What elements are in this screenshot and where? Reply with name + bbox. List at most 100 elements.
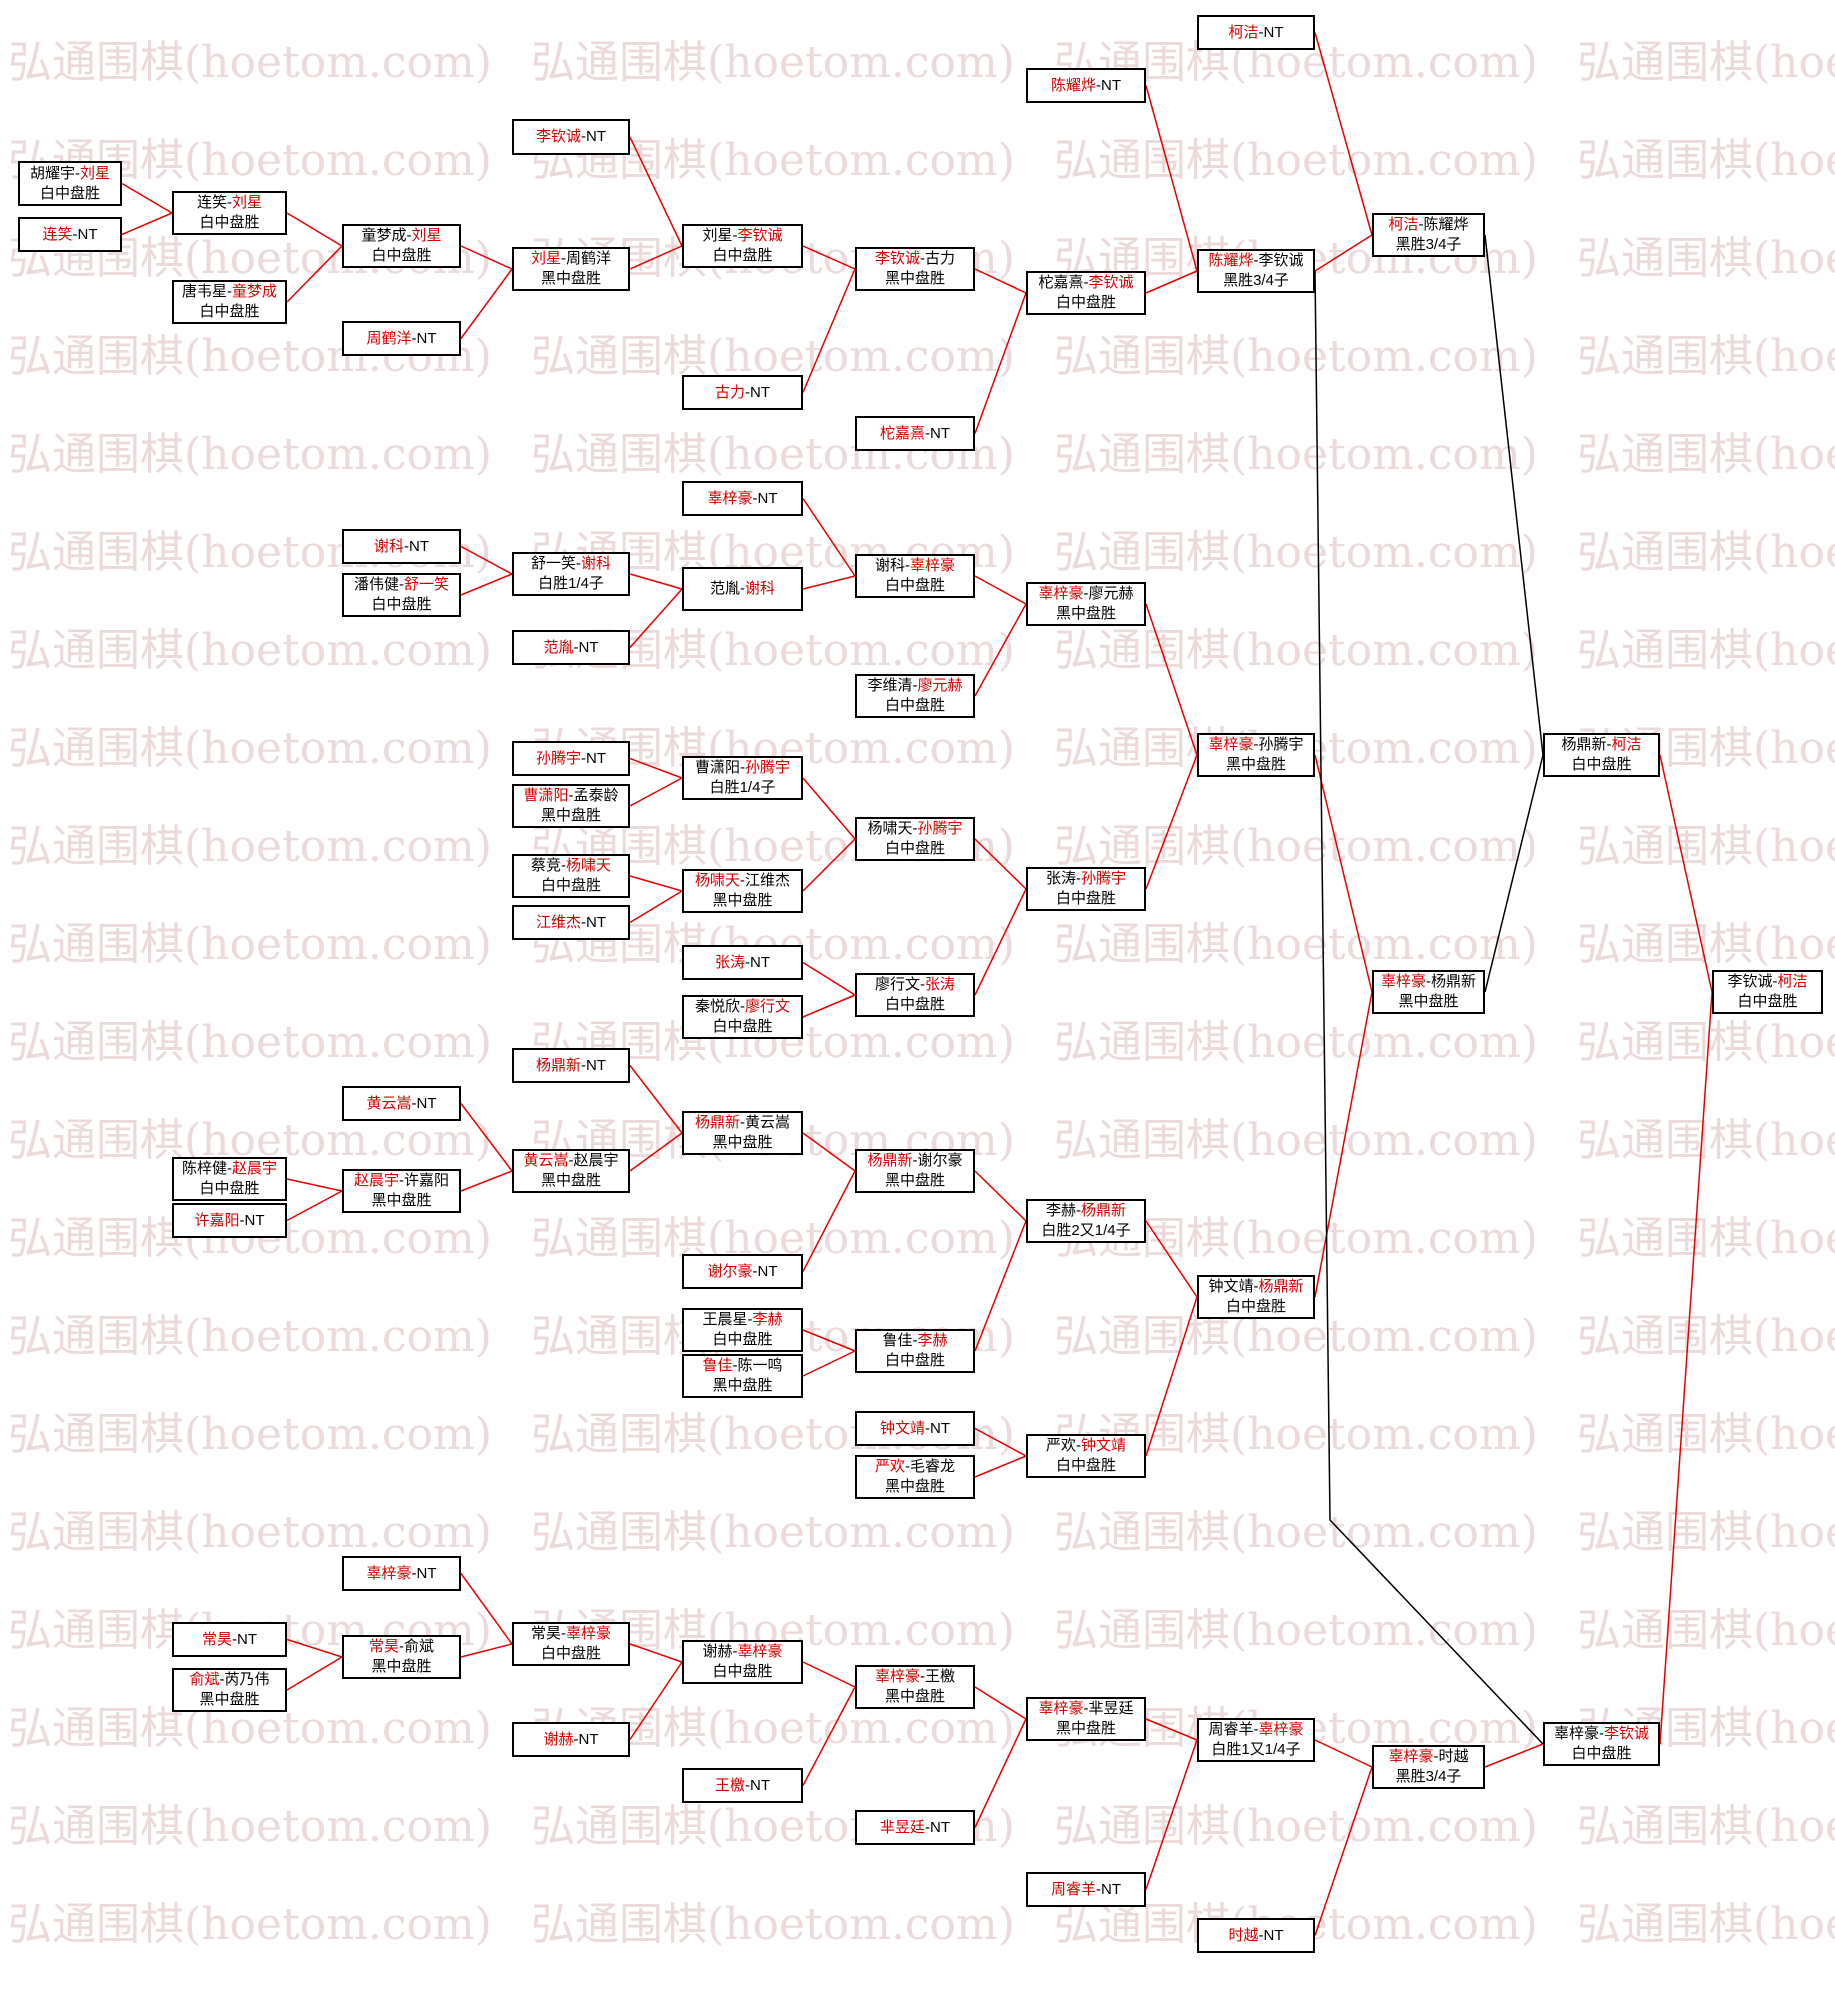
pairing-label: 杨鼎新-柯洁 [1561, 736, 1642, 753]
pairing-label: 常昊-俞斌 [368, 1638, 434, 1655]
pairing-label: 鲁佳-李赫 [882, 1332, 948, 1349]
pairing-label: 辜梓豪-李钦诚 [1553, 1725, 1649, 1742]
connector-line [1145, 85, 1198, 272]
connector-line [974, 292, 1027, 434]
match-box[interactable]: 谢赫-辜梓豪白中盘胜 [682, 1640, 803, 1684]
result-label: 白胜1/4子 [538, 575, 604, 592]
match-box[interactable]: 鲁佳-李赫白中盘胜 [855, 1329, 975, 1373]
pairing-label: 王檄-NT [714, 1776, 770, 1794]
pairing-label: 常昊-辜梓豪 [530, 1625, 611, 1642]
pairing-label: 辜梓豪-NT [707, 489, 778, 507]
match-box[interactable]: 黄云嵩-赵晨宇黑中盘胜 [512, 1149, 630, 1193]
result-label: 白中盘胜 [712, 1331, 773, 1348]
match-box[interactable]: 张涛-孙腾宇白中盘胜 [1026, 867, 1146, 911]
match-box[interactable]: 俞斌-芮乃伟黑中盘胜 [172, 1668, 287, 1712]
pairing-label: 钟文靖-NT [879, 1419, 950, 1437]
pairing-label: 常昊-NT [201, 1630, 257, 1648]
match-box[interactable]: 范胤-谢科 [682, 567, 803, 611]
match-box[interactable]: 李钦诚-古力黑中盘胜 [855, 247, 975, 291]
match-box[interactable]: 辜梓豪-李钦诚白中盘胜 [1543, 1722, 1660, 1766]
match-box[interactable]: 柯洁-陈耀烨黑胜3/4子 [1372, 213, 1485, 257]
match-box[interactable]: 杨鼎新-柯洁白中盘胜 [1543, 733, 1660, 777]
bye-box: 王檄-NT [682, 1768, 803, 1803]
bye-box: 古力-NT [682, 375, 803, 410]
result-label: 白中盘胜 [884, 577, 945, 594]
result-label: 白中盘胜 [884, 697, 945, 714]
match-box[interactable]: 唐韦星-童梦成白中盘胜 [172, 280, 287, 324]
match-box[interactable]: 潘伟健-舒一笑白中盘胜 [342, 573, 461, 617]
match-box[interactable]: 陈梓健-赵晨宇白中盘胜 [172, 1157, 287, 1201]
pairing-label: 廖行文-张涛 [874, 976, 955, 993]
match-box[interactable]: 童梦成-刘星白中盘胜 [342, 224, 461, 268]
result-label: 白中盘胜 [199, 214, 260, 231]
result-label: 白中盘胜 [712, 1663, 773, 1680]
pairing-label: 陈梓健-赵晨宇 [181, 1160, 277, 1177]
pairing-label: 杨啸天-孙腾宇 [867, 820, 963, 837]
match-box[interactable]: 鲁佳-陈一鸣黑中盘胜 [682, 1354, 803, 1398]
pairing-label: 童梦成-刘星 [361, 227, 442, 244]
match-box[interactable]: 舒一笑-谢科白胜1/4子 [512, 552, 630, 596]
match-box[interactable]: 连笑-刘星白中盘胜 [172, 191, 287, 235]
pairing-label: 杨鼎新-NT [535, 1056, 606, 1074]
match-box[interactable]: 陈耀烨-李钦诚黑胜3/4子 [1197, 249, 1315, 293]
match-box[interactable]: 杨鼎新-黄云嵩黑中盘胜 [682, 1111, 803, 1155]
match-box[interactable]: 曹潇阳-孙腾宇白胜1/4子 [682, 756, 803, 800]
connector-line [629, 777, 683, 807]
match-box[interactable]: 刘星-周鹤洋黑中盘胜 [512, 247, 630, 291]
connector-line [1314, 754, 1373, 993]
connector-line [974, 1220, 1027, 1352]
pairing-label: 张涛-NT [714, 953, 770, 971]
match-box[interactable]: 曹潇阳-孟泰龄黑中盘胜 [512, 784, 630, 828]
match-box[interactable]: 赵晨宇-许嘉阳黑中盘胜 [342, 1169, 461, 1213]
connector-line [629, 573, 683, 590]
pairing-label: 张涛-孙腾宇 [1045, 870, 1126, 887]
match-box[interactable]: 辜梓豪-杨鼎新黑中盘胜 [1372, 970, 1485, 1014]
match-box[interactable]: 蔡竞-杨啸天白中盘胜 [512, 854, 630, 898]
match-box[interactable]: 李赫-杨鼎新白胜2又1/4子 [1026, 1199, 1146, 1243]
bye-box: 柁嘉熹-NT [855, 416, 975, 451]
pairing-label: 潘伟健-舒一笑 [353, 576, 449, 593]
match-box[interactable]: 李钦诚-柯洁白中盘胜 [1712, 970, 1823, 1014]
pairing-label: 时越-NT [1228, 1926, 1284, 1944]
pairing-label: 辜梓豪-廖元赫 [1038, 585, 1134, 602]
pairing-label: 严欢-毛睿龙 [874, 1458, 955, 1475]
pairing-label: 秦悦欣-廖行文 [694, 998, 790, 1015]
match-box[interactable]: 胡耀宇-刘星白中盘胜 [18, 161, 122, 206]
result-label: 白中盘胜 [1571, 756, 1632, 773]
match-box[interactable]: 钟文靖-杨鼎新白中盘胜 [1197, 1275, 1315, 1319]
match-box[interactable]: 刘星-李钦诚白中盘胜 [682, 224, 803, 268]
match-box[interactable]: 廖行文-张涛白中盘胜 [855, 973, 975, 1017]
pairing-label: 杨鼎新-谢尔豪 [867, 1152, 963, 1169]
connector-line [460, 268, 513, 339]
match-box[interactable]: 严欢-毛睿龙黑中盘胜 [855, 1455, 975, 1499]
connector-line [802, 268, 856, 393]
match-box[interactable]: 谢科-辜梓豪白中盘胜 [855, 554, 975, 598]
match-box[interactable]: 辜梓豪-芈昱廷黑中盘胜 [1026, 1697, 1146, 1741]
match-box[interactable]: 常昊-俞斌黑中盘胜 [342, 1635, 461, 1679]
match-box[interactable]: 严欢-钟文靖白中盘胜 [1026, 1434, 1146, 1478]
result-label: 白中盘胜 [712, 247, 773, 264]
match-box[interactable]: 李维清-廖元赫白中盘胜 [855, 674, 975, 718]
match-box[interactable]: 王晨星-李赫白中盘胜 [682, 1308, 803, 1352]
match-box[interactable]: 辜梓豪-时越黑胜3/4子 [1372, 1745, 1485, 1789]
match-box[interactable]: 周睿羊-辜梓豪白胜1又1/4子 [1197, 1718, 1315, 1762]
match-box[interactable]: 辜梓豪-孙腾宇黑中盘胜 [1197, 733, 1315, 777]
match-box[interactable]: 杨啸天-江维杰黑中盘胜 [682, 869, 803, 913]
result-label: 黑中盘胜 [884, 1478, 945, 1495]
bye-box: 谢尔豪-NT [682, 1254, 803, 1289]
pairing-label: 芈昱廷-NT [879, 1818, 950, 1836]
connector-line [629, 588, 683, 648]
match-box[interactable]: 柁嘉熹-李钦诚白中盘胜 [1026, 271, 1146, 315]
connector-line [1145, 603, 1198, 756]
match-box[interactable]: 杨鼎新-谢尔豪黑中盘胜 [855, 1149, 975, 1193]
connector-line [286, 245, 343, 303]
match-box[interactable]: 常昊-辜梓豪白中盘胜 [512, 1622, 630, 1666]
match-box[interactable]: 秦悦欣-廖行文白中盘胜 [682, 995, 803, 1039]
pairing-label: 谢赫-NT [543, 1730, 599, 1748]
match-box[interactable]: 辜梓豪-王檄黑中盘胜 [855, 1665, 975, 1709]
pairing-label: 曹潇阳-孟泰龄 [523, 787, 619, 804]
match-box[interactable]: 杨啸天-孙腾宇白中盘胜 [855, 817, 975, 861]
pairing-label: 连笑-NT [42, 225, 98, 243]
match-box[interactable]: 辜梓豪-廖元赫黑中盘胜 [1026, 582, 1146, 626]
pairing-label: 谢科-NT [373, 537, 429, 555]
